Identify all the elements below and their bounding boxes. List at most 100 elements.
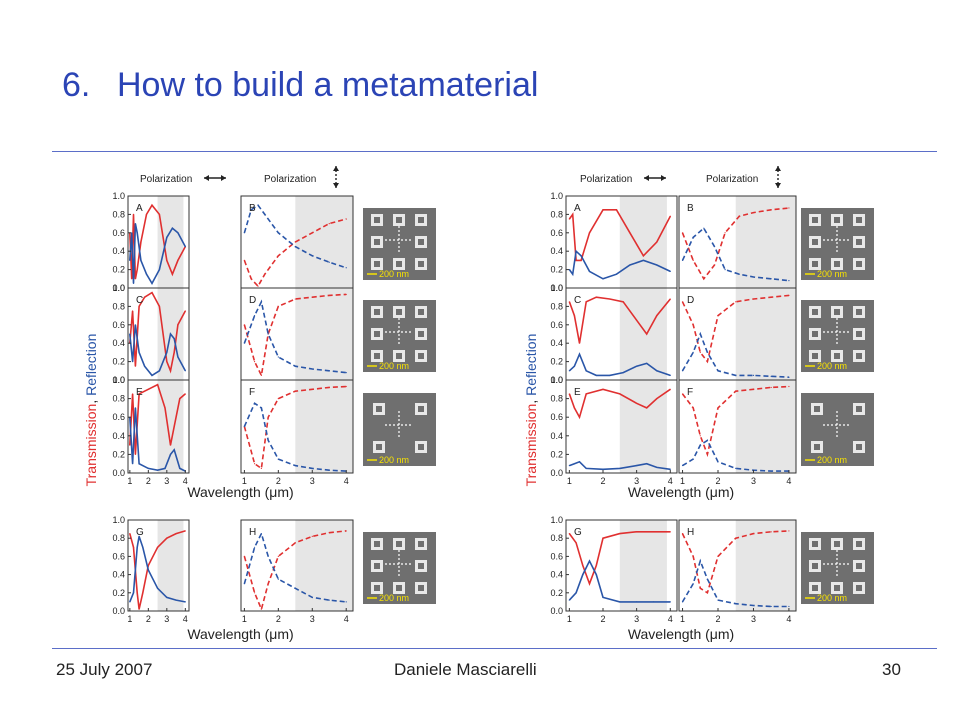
transmission-point [132, 310, 134, 312]
transmission-point [752, 211, 755, 214]
reflection-point [328, 261, 330, 263]
reflection-point [656, 466, 658, 469]
y-tick-label: 1.0 [550, 283, 563, 293]
transmission-point [131, 278, 133, 280]
transmission-point [717, 407, 719, 409]
reflection-point [328, 469, 330, 471]
split-ring-gap [374, 309, 380, 315]
reflection-point [585, 467, 587, 469]
transmission-point [602, 388, 604, 390]
split-ring-gap [834, 353, 840, 359]
transmission-point [145, 213, 148, 215]
reflection-point [652, 601, 655, 603]
reflection-point [294, 365, 296, 367]
reflection-point [585, 370, 587, 372]
shaded-band [619, 520, 667, 611]
reflection-point [788, 376, 790, 378]
reflection-point [257, 204, 259, 206]
reflection-point [267, 555, 269, 558]
reflection-point [578, 353, 581, 355]
x-tick-label: 3 [751, 614, 756, 624]
reflection-point [692, 583, 694, 585]
transmission-point [294, 390, 296, 392]
split-ring-gap [376, 406, 382, 412]
transmission-point [669, 531, 671, 533]
transmission-point [636, 319, 638, 321]
split-ring-gap [374, 585, 380, 591]
reflection-point [345, 372, 347, 374]
transmission-point [752, 533, 755, 535]
transmission-point [156, 384, 159, 386]
x-tick-label: 4 [668, 614, 673, 624]
transmission-point [568, 533, 570, 535]
panel-frame [127, 379, 190, 474]
transmission-point [260, 374, 262, 376]
y-axis-label-reflection: Reflection [83, 334, 99, 396]
transmission-line [681, 207, 789, 281]
top-divider [52, 151, 937, 152]
shaded-band [619, 196, 667, 288]
y-tick-label: 0.2 [550, 357, 563, 367]
x-tick-label: 4 [344, 476, 349, 486]
transmission-point [184, 393, 186, 395]
footer-date: 25 July 2007 [56, 660, 153, 679]
transmission-point [129, 444, 131, 446]
reflection-point [134, 223, 136, 225]
reflection-point [752, 604, 755, 607]
reflection-point [179, 467, 181, 469]
reflection-point [636, 464, 638, 467]
polarization-label-vertical: Polarization [706, 174, 758, 185]
panel-letter: C [574, 295, 581, 306]
reflection-point [588, 560, 591, 562]
transmission-point [328, 223, 330, 225]
x-tick-label: 4 [183, 476, 188, 486]
reflection-point [136, 546, 138, 548]
x-tick-label: 1 [680, 614, 685, 624]
y-tick-label: 0.4 [112, 570, 125, 580]
transmission-point [311, 296, 313, 298]
transmission-point [169, 370, 172, 372]
transmission-point [166, 259, 168, 261]
panel-letter: E [574, 387, 581, 398]
polarization-cross-icon [823, 318, 851, 346]
reflection-point [328, 599, 330, 601]
shaded-band [295, 288, 353, 380]
reflection-point [692, 236, 694, 238]
transmission-point [588, 232, 591, 234]
split-ring-gap [856, 239, 862, 245]
split-ring-gap [374, 563, 380, 569]
x-axis-label: Wavelength (μm) [628, 484, 734, 500]
reflection-point [132, 282, 135, 284]
transmission-point [257, 285, 259, 287]
reflection-point [166, 351, 168, 353]
reflection-point [131, 232, 133, 234]
transmission-point [573, 407, 576, 409]
transmission-point [138, 305, 140, 307]
reflection-point [681, 601, 684, 603]
transmission-point [177, 259, 179, 261]
x-tick-label: 3 [164, 614, 169, 624]
transmission-point [735, 537, 737, 539]
transmission-point [140, 241, 142, 243]
sem-micrograph: 200 nm [363, 393, 436, 466]
transmission-point [267, 416, 269, 418]
transmission-point [253, 463, 256, 465]
transmission-point [277, 305, 279, 307]
transmission-point [568, 218, 570, 220]
transmission-point [277, 255, 279, 257]
section-number: 6. [62, 66, 91, 104]
reflection-point [129, 333, 131, 335]
transmission-point [582, 564, 584, 567]
reflection-point [752, 276, 755, 278]
reflection-point [669, 601, 671, 603]
y-tick-label: 0.4 [550, 431, 563, 441]
footer-page-number: 30 [882, 660, 901, 679]
reflection-point [253, 402, 256, 404]
sem-micrograph: 200 nm [801, 300, 874, 372]
polarization-cross-icon [823, 226, 851, 254]
x-tick-label: 2 [146, 476, 151, 486]
transmission-point [156, 546, 159, 548]
transmission-point [294, 542, 296, 544]
reflection-point [171, 227, 173, 229]
